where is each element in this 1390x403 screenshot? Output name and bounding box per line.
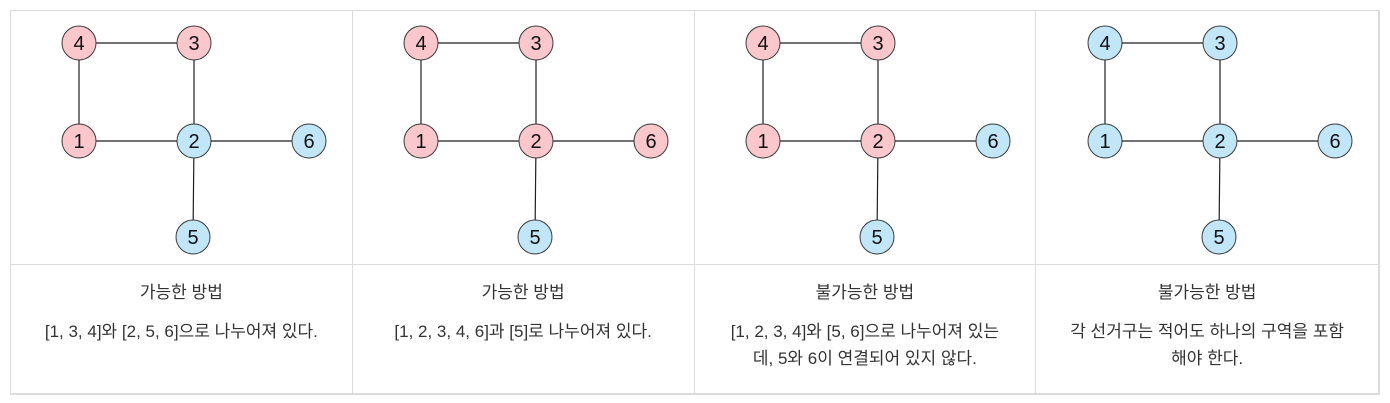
- graph-node-4: [745, 25, 781, 61]
- graph-node-label-5: 5: [871, 227, 882, 249]
- graph-node-label-6: 6: [646, 131, 657, 153]
- graph-node-6: [291, 123, 327, 159]
- graph-panel-4: 1 2 3 4 5 6: [1036, 11, 1378, 264]
- graph-node-label-2: 2: [531, 131, 542, 153]
- graph-node-3: [860, 25, 896, 61]
- graph-node-1: [745, 123, 781, 159]
- graph-node-label-5: 5: [1214, 227, 1225, 249]
- graph-node-label-2: 2: [872, 131, 883, 153]
- graph-node-label-3: 3: [531, 33, 542, 55]
- graph-node-5: [859, 219, 895, 255]
- graph-node-3: [518, 25, 554, 61]
- caption-description: [1, 2, 3, 4, 6]과 [5]로 나누어져 있다.: [394, 322, 652, 341]
- graph-node-label-4: 4: [74, 33, 85, 55]
- graph-node-label-4: 4: [416, 33, 427, 55]
- graph-node-4: [61, 25, 97, 61]
- graph-node-label-3: 3: [189, 33, 200, 55]
- graph-node-label-1: 1: [1100, 131, 1111, 153]
- graph-node-2: [1202, 123, 1238, 159]
- graph-node-label-2: 2: [1215, 131, 1226, 153]
- graph-node-2: [860, 123, 896, 159]
- graph-node-label-5: 5: [530, 227, 541, 249]
- graph-node-2: [176, 123, 212, 159]
- graph-node-4: [1087, 25, 1123, 61]
- caption-title: 가능한 방법: [139, 283, 223, 302]
- graph-node-2: [518, 123, 554, 159]
- graph-node-3: [1202, 25, 1238, 61]
- caption-panel-4: 불가능한 방법 각 선거구는 적어도 하나의 구역을 포함 해야 한다.: [1036, 264, 1378, 393]
- graph-node-label-5: 5: [188, 227, 199, 249]
- graph-panel-2: 1 2 3 4 5 6: [353, 11, 695, 264]
- caption-title: 불가능한 방법: [815, 283, 915, 302]
- graph-svg-2: 1 2 3 4 5 6: [403, 25, 669, 255]
- graph-node-label-3: 3: [872, 33, 883, 55]
- graph-node-label-1: 1: [416, 131, 427, 153]
- graph-node-label-4: 4: [757, 33, 768, 55]
- graph-node-label-4: 4: [1100, 33, 1111, 55]
- graph-node-label-6: 6: [987, 131, 998, 153]
- graph-node-1: [61, 123, 97, 159]
- graph-node-5: [1201, 219, 1237, 255]
- graph-node-label-1: 1: [757, 131, 768, 153]
- graph-node-label-2: 2: [189, 131, 200, 153]
- caption-title: 불가능한 방법: [1157, 283, 1257, 302]
- graph-panel-3: 1 2 3 4 5 6: [695, 11, 1037, 264]
- graph-node-5: [175, 219, 211, 255]
- graph-node-6: [1317, 123, 1353, 159]
- graph-node-6: [633, 123, 669, 159]
- graph-node-label-3: 3: [1215, 33, 1226, 55]
- caption-description: [1, 2, 3, 4]와 [5, 6]으로 나누어져 있는 데, 5와 6이 …: [730, 322, 1000, 368]
- graph-panel-1: 1 2 3 4 5 6: [11, 11, 353, 264]
- graph-svg-3: 1 2 3 4 5 6: [745, 25, 1011, 255]
- graph-node-3: [176, 25, 212, 61]
- graph-node-label-6: 6: [1330, 131, 1341, 153]
- caption-panel-1: 가능한 방법 [1, 3, 4]와 [2, 5, 6]으로 나누어져 있다.: [11, 264, 353, 393]
- caption-description: [1, 3, 4]와 [2, 5, 6]으로 나누어져 있다.: [44, 322, 318, 341]
- graph-node-1: [403, 123, 439, 159]
- graph-node-1: [1087, 123, 1123, 159]
- graph-node-label-1: 1: [74, 131, 85, 153]
- graph-node-label-6: 6: [304, 131, 315, 153]
- graph-svg-4: 1 2 3 4 5 6: [1087, 25, 1353, 255]
- caption-panel-3: 불가능한 방법 [1, 2, 3, 4]와 [5, 6]으로 나누어져 있는 데…: [694, 264, 1037, 393]
- graph-node-6: [975, 123, 1011, 159]
- graph-svg-1: 1 2 3 4 5 6: [61, 25, 327, 255]
- caption-title: 가능한 방법: [481, 283, 565, 302]
- graph-node-5: [517, 219, 553, 255]
- graph-node-4: [403, 25, 439, 61]
- caption-panel-2: 가능한 방법 [1, 2, 3, 4, 6]과 [5]로 나누어져 있다.: [352, 264, 695, 393]
- caption-description: 각 선거구는 적어도 하나의 구역을 포함 해야 한다.: [1070, 322, 1345, 368]
- figure-table: 1 2 3 4 5 6 1 2 3 4 5 6 1 2 3 4 5 6 1 2 3 4 5 6 가능한 방법 [1, 3…: [10, 10, 1380, 395]
